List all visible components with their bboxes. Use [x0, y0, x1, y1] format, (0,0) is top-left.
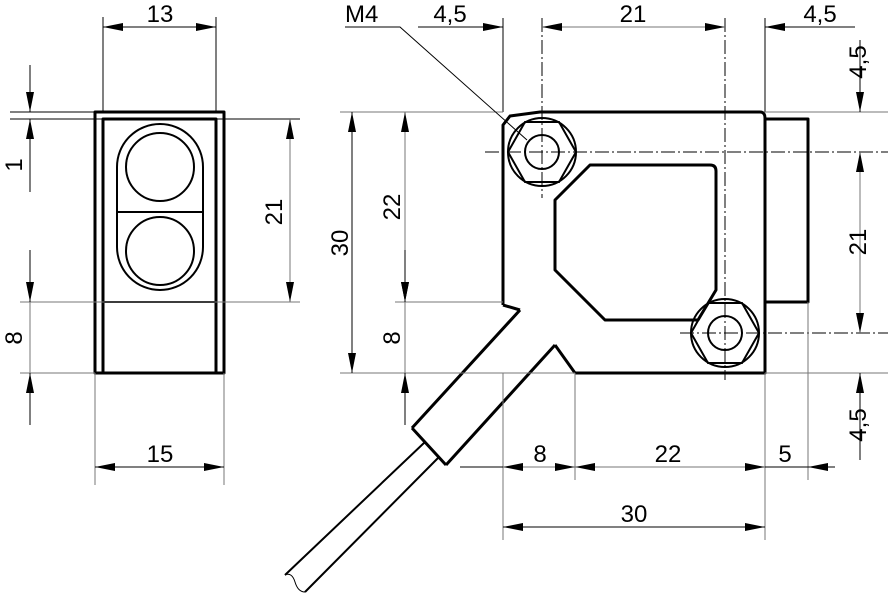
thread-label-m4: M4 — [345, 1, 378, 28]
dim-label-8-left: 8 — [379, 331, 406, 344]
dim-label-30-left: 30 — [327, 230, 354, 257]
dim-label-21-front: 21 — [261, 199, 288, 226]
front-inner-frame — [101, 117, 218, 373]
cable-strain-relief — [410, 308, 557, 467]
lens-oval — [116, 123, 204, 291]
dim-label-15: 15 — [147, 441, 174, 468]
front-housing-outline — [93, 110, 226, 375]
cable-entry — [502, 303, 577, 374]
cable — [284, 441, 439, 593]
dim-label-13: 13 — [147, 1, 174, 28]
dim-label-22-left: 22 — [379, 194, 406, 221]
dim-label-21-top: 21 — [620, 1, 647, 28]
dim-label-4-5-right-top: 4,5 — [845, 45, 872, 78]
connector-block — [763, 117, 810, 304]
emitter-lens — [125, 132, 195, 202]
dim-label-4-5-top-right: 4,5 — [803, 1, 836, 28]
dim-label-8-front: 8 — [1, 331, 28, 344]
optical-window — [553, 163, 718, 322]
dim-label-21-right: 21 — [845, 229, 872, 256]
dim-label-4-5-top-left: 4,5 — [433, 1, 466, 28]
dim-label-8-bottom: 8 — [533, 441, 546, 468]
side-view: M4 4,5 21 4,5 4,5 21 4,5 30 22 8 8 22 5 … — [284, 1, 888, 593]
dim-label-30-bottom: 30 — [621, 501, 648, 528]
dim-label-5-bottom: 5 — [778, 441, 791, 468]
dim-label-1: 1 — [1, 158, 28, 171]
dim-label-22-bottom: 22 — [655, 441, 682, 468]
dim-label-4-5-right-bottom: 4,5 — [845, 408, 872, 441]
thread-leader-line — [345, 26, 528, 141]
cable-break-line — [284, 573, 306, 593]
front-view: 13 1 21 8 15 — [1, 1, 300, 485]
receiver-lens — [125, 216, 195, 286]
